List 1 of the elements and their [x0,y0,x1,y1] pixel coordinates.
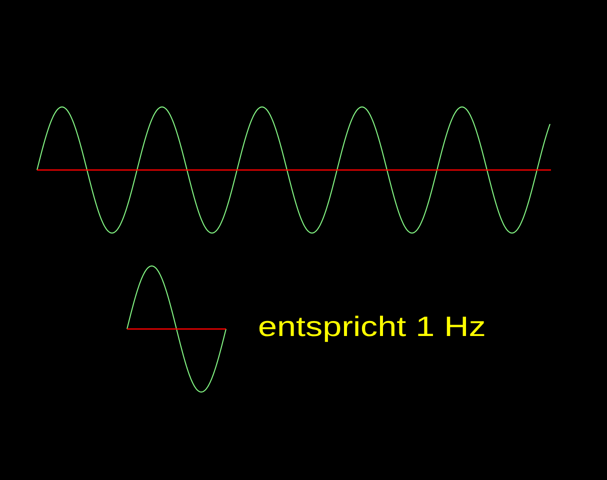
frequency-label: entspricht 1 Hz [258,313,486,341]
